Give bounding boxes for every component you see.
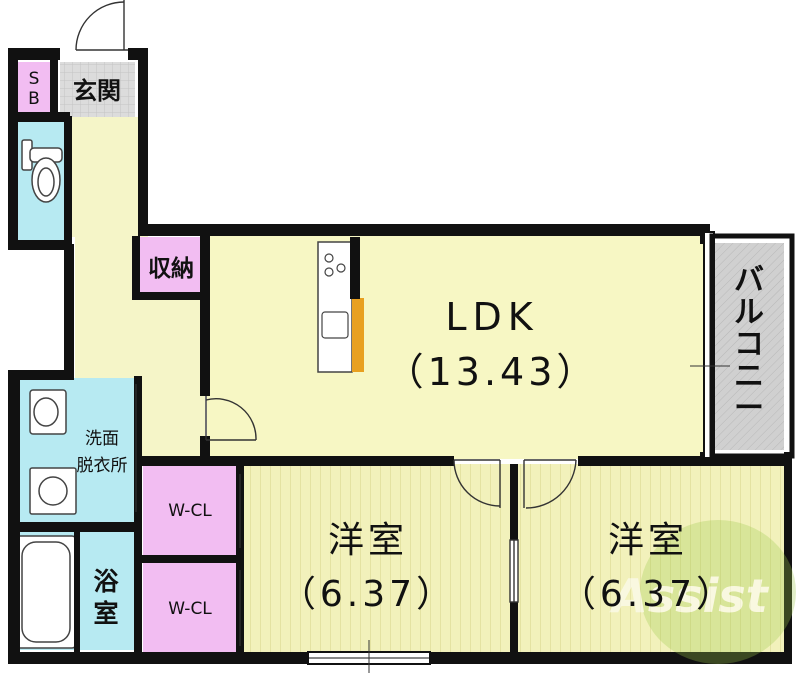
shoe-box-floor bbox=[18, 62, 50, 112]
entry-door-icon bbox=[75, 0, 128, 51]
ldk-door-icon bbox=[205, 396, 257, 441]
kitchen-counter-icon bbox=[317, 237, 364, 373]
bath-label-line2: 室 bbox=[93, 599, 118, 628]
toilet-icon bbox=[21, 139, 63, 203]
bedroom2-floor bbox=[518, 464, 785, 654]
sb-label-b: B bbox=[28, 89, 40, 109]
balcony-label-glyph: ル bbox=[734, 295, 764, 330]
hallway-floor bbox=[70, 117, 148, 237]
wcl-upper-label: W-CL bbox=[168, 501, 212, 521]
genkan-floor bbox=[60, 62, 135, 117]
genkan-label: 玄関 bbox=[73, 77, 121, 105]
bedroom2-name-label: 洋室 bbox=[608, 520, 688, 561]
storage-label: 収納 bbox=[148, 255, 194, 282]
ldk-area-label: （13.43） bbox=[386, 350, 599, 394]
wcl-lower-floor bbox=[143, 562, 238, 652]
bathtub-icon bbox=[15, 535, 77, 649]
sb-label: S B bbox=[28, 69, 40, 109]
sb-label-s: S bbox=[29, 69, 40, 89]
wcl-lower-label: W-CL bbox=[168, 599, 212, 619]
assist-logo-watermark: Assist bbox=[609, 520, 796, 664]
balcony-label-glyph: コ bbox=[734, 327, 764, 362]
bedroom1-area-label: （6.37） bbox=[280, 574, 456, 615]
balcony-label-glyph: ニ bbox=[734, 359, 764, 394]
balcony-label: バルコニー bbox=[734, 263, 764, 426]
closet-doors bbox=[135, 384, 241, 646]
washroom-label-line2: 脱衣所 bbox=[77, 456, 128, 476]
balcony-window bbox=[690, 231, 795, 459]
balcony-label-glyph: バ bbox=[734, 263, 764, 298]
balcony-floor bbox=[714, 243, 784, 450]
ldk-name-label: LDK bbox=[445, 295, 538, 339]
sliding-partition bbox=[509, 539, 519, 603]
washing-machine-icon bbox=[29, 467, 77, 515]
washbasin-icon bbox=[29, 389, 67, 435]
walls bbox=[8, 48, 792, 664]
washroom-label-line1: 洗面 bbox=[85, 429, 119, 449]
bedroom1-name-label: 洋室 bbox=[328, 520, 408, 561]
bedroom-doors-icon bbox=[453, 459, 577, 509]
bath-label-line1: 浴 bbox=[93, 567, 119, 596]
watermark-text: Assist bbox=[609, 569, 770, 623]
bottom-window bbox=[307, 640, 431, 673]
bedroom2-area-label: （6.37） bbox=[560, 574, 736, 615]
wcl-upper-floor bbox=[143, 464, 238, 556]
storage-floor bbox=[137, 237, 207, 297]
bedroom1-floor bbox=[243, 464, 513, 654]
ldk-floor bbox=[207, 232, 705, 459]
balcony-label-glyph: ー bbox=[734, 391, 764, 426]
